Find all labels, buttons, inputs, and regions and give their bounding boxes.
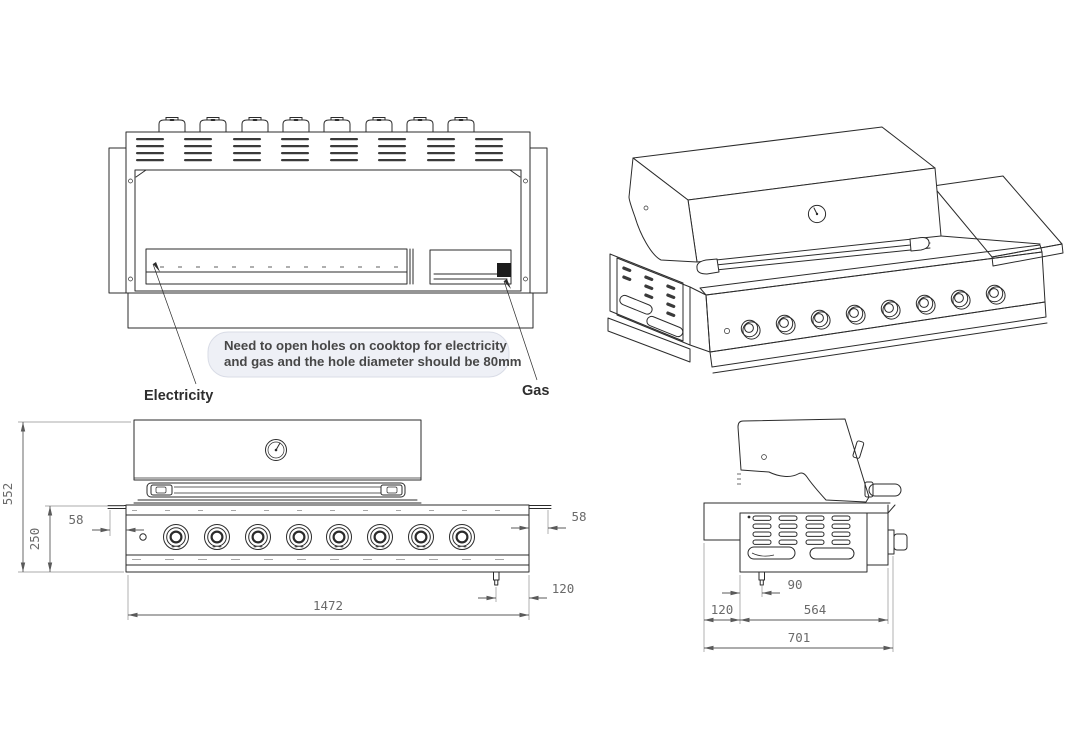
dim-body-depth: 564 xyxy=(804,602,827,617)
gas-leader-line xyxy=(503,279,538,381)
callout-line-2: and gas and the hole diameter should be … xyxy=(224,354,522,369)
side-gas-pin xyxy=(758,571,765,586)
top-knob-tabs xyxy=(158,116,475,133)
side-countertop xyxy=(703,502,891,541)
top-view: Need to open holes on cooktop for electr… xyxy=(108,116,549,404)
front-handle xyxy=(146,482,406,498)
gas-label: Gas xyxy=(522,383,549,399)
isometric-view xyxy=(607,126,1064,374)
front-view: 552 250 58 58 120 1472 xyxy=(0,419,587,620)
iso-hood xyxy=(628,126,1041,275)
front-thermometer xyxy=(265,439,287,461)
dim-total-depth: 701 xyxy=(788,630,811,645)
dim-front-overhang: 120 xyxy=(711,602,734,617)
front-dimensions: 552 250 58 58 120 1472 xyxy=(0,421,587,620)
iso-knobs xyxy=(740,284,1006,340)
side-view: 90 120 564 701 xyxy=(703,418,908,652)
ignition-light xyxy=(139,533,147,541)
electricity-leader-line xyxy=(152,262,197,385)
top-vent-slots xyxy=(136,138,503,162)
iso-side-shelf xyxy=(932,175,1064,267)
dim-body-width: 1472 xyxy=(313,598,343,613)
iso-thermometer xyxy=(807,204,827,224)
dim-left-inset: 58 xyxy=(68,512,83,527)
side-vent-slots xyxy=(752,515,851,545)
side-dimensions: 90 120 564 701 xyxy=(703,543,894,652)
iso-panel-slots xyxy=(619,266,684,338)
front-gas-pin xyxy=(493,571,500,586)
side-knob-stem xyxy=(887,529,895,555)
side-body xyxy=(739,504,908,586)
dim-gas-offset-side: 90 xyxy=(787,577,802,592)
front-knobs xyxy=(162,523,476,551)
side-knob xyxy=(893,533,908,551)
callout-note: Need to open holes on cooktop for electr… xyxy=(207,331,522,378)
dim-right-inset: 58 xyxy=(571,509,586,524)
iso-side-panel xyxy=(607,253,711,363)
dim-gas-offset-front: 120 xyxy=(552,581,575,596)
gas-connection-block xyxy=(497,263,511,277)
iso-handle xyxy=(696,237,931,275)
dim-body-height: 250 xyxy=(27,528,42,551)
electricity-label: Electricity xyxy=(144,388,213,404)
side-hood xyxy=(737,418,902,503)
dim-total-height: 552 xyxy=(0,483,15,506)
iso-body xyxy=(699,244,1048,374)
callout-line-1: Need to open holes on cooktop for electr… xyxy=(224,338,508,353)
